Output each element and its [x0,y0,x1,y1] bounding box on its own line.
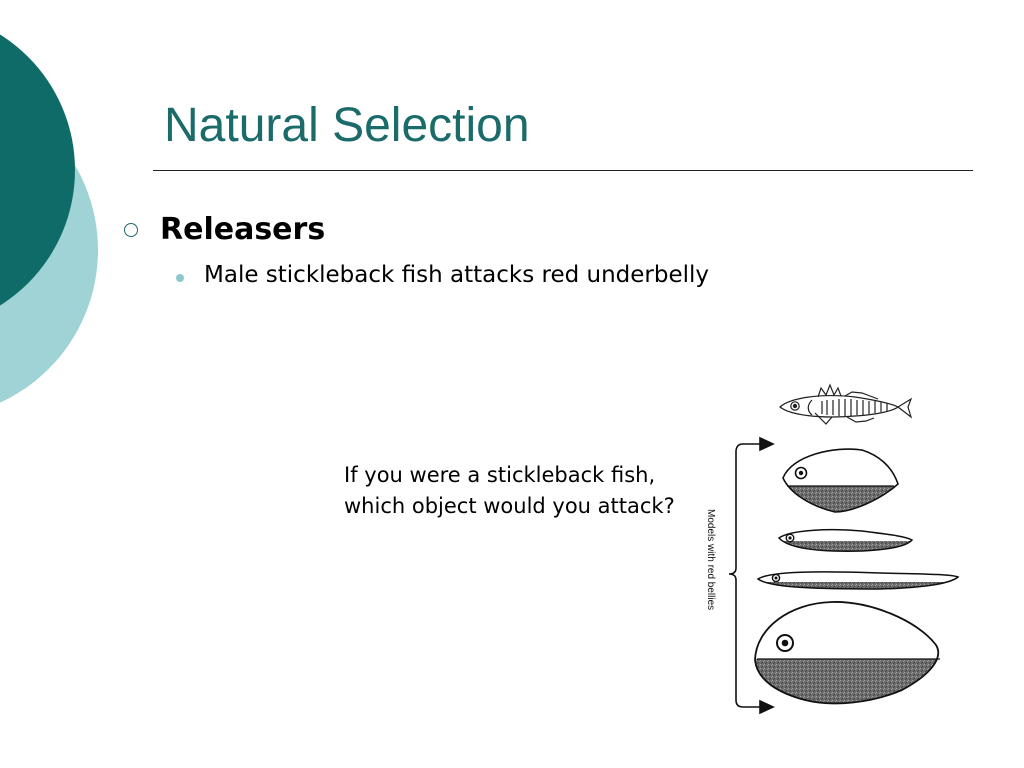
dark-teal-circle [0,34,75,306]
bracket-arrows [728,436,775,715]
hollow-bullet-icon [124,223,138,237]
model-fish-3 [756,571,960,590]
bullet-releasers: Releasers [160,212,326,247]
stickleback-models-figure: Models with red bellies [705,383,960,715]
bracket-label: Models with red bellies [705,509,716,610]
title-divider [153,170,973,171]
page-title: Natural Selection [164,99,530,152]
model-fish-2 [777,528,914,552]
stickleback-fish-icon [779,383,913,425]
question-text: If you were a stickleback fish, which ob… [344,463,675,518]
sub-bullet-stickleback: Male stickleback fish attacks red underb… [204,262,710,288]
decorative-circles [0,34,98,403]
model-fish-4 [754,601,940,705]
dot-bullet-icon [176,274,184,282]
model-fish-1 [782,448,899,513]
